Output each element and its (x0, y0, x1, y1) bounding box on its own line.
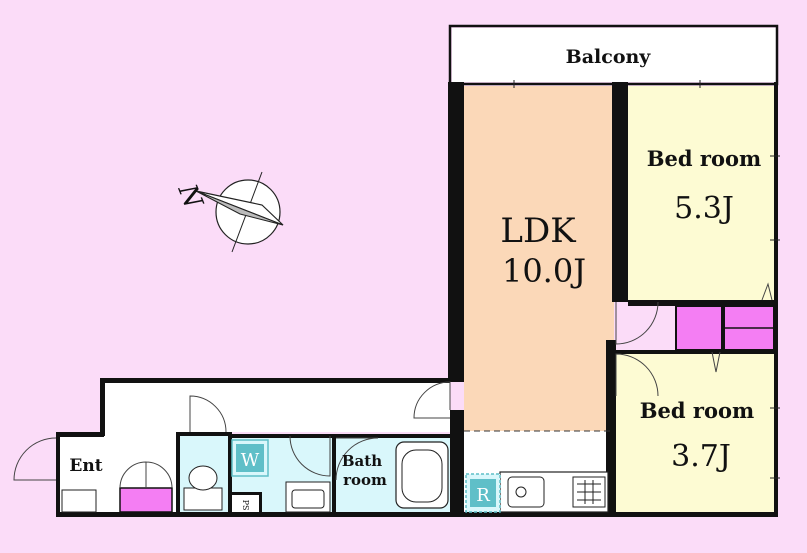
bedroom2-label: Bed room (640, 398, 754, 423)
faucet-icon (515, 486, 527, 498)
bedroom1-size: 5.3J (674, 191, 734, 226)
balcony-label: Balcony (566, 46, 652, 68)
bedroom1-label: Bed room (647, 146, 761, 171)
compass: N (171, 171, 284, 253)
toilet-icon (183, 465, 223, 511)
wash-basin (285, 481, 331, 513)
entrance-cabinet (61, 489, 97, 513)
bedroom1-door (615, 301, 659, 345)
closet-bedroom-1 (675, 305, 723, 351)
ldk-floor (464, 86, 614, 431)
bathtub-icon (395, 441, 449, 509)
shoe-closet (119, 487, 173, 513)
ldk-size: 10.0J (502, 252, 586, 290)
bath-label-line1: Bath (342, 452, 382, 470)
bath-label-line2: room (343, 471, 387, 489)
bathroom-door (335, 437, 379, 481)
kitchen-counter (499, 471, 609, 513)
ps-floor (232, 494, 260, 514)
compass-needle-shade (195, 190, 284, 226)
entrance-label: Ent (69, 456, 102, 476)
hall-floor (104, 382, 450, 432)
bedroom2-floor (616, 352, 775, 514)
closet-door-marker (711, 282, 773, 373)
washroom-door (289, 435, 331, 477)
fridge-badge (470, 479, 496, 507)
entrance-door (13, 437, 57, 481)
toilet-door (189, 395, 227, 433)
north-label: N (171, 179, 208, 213)
washer-badge (236, 444, 264, 472)
windows (513, 80, 780, 479)
ldk-label: LDK (500, 211, 576, 251)
ldk-door (413, 381, 451, 419)
doors (13, 282, 773, 489)
bedroom2-door (615, 353, 659, 397)
shoe-closet-door (119, 461, 173, 489)
balcony-floor (452, 28, 776, 82)
fridge-badge-label: R (476, 485, 490, 506)
bedroom1-floor (628, 86, 775, 300)
bedroom2-size: 3.7J (671, 439, 731, 474)
fridge-space: R (465, 473, 501, 513)
washer-badge-label: W (241, 450, 260, 471)
walls (56, 24, 779, 517)
pipe-space-label: PS (241, 500, 250, 511)
washer-space: W (231, 439, 269, 477)
